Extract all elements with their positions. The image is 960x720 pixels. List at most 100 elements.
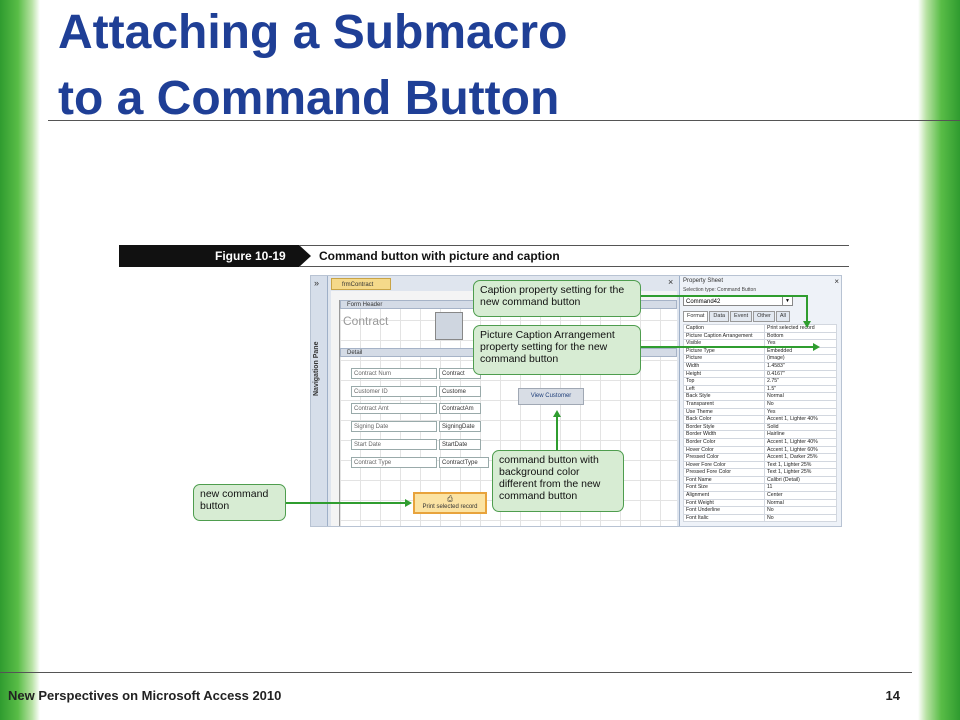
- tab-event[interactable]: Event: [730, 311, 753, 322]
- property-sheet-close-icon[interactable]: ×: [834, 277, 839, 286]
- property-name: Font Italic: [683, 513, 765, 523]
- tab-other[interactable]: Other: [753, 311, 775, 322]
- property-row[interactable]: Picture(image): [683, 354, 837, 363]
- field-contract-amt[interactable]: ContractAm: [439, 403, 481, 414]
- property-value[interactable]: Hairline: [764, 430, 837, 439]
- view-customer-button[interactable]: View Customer: [518, 388, 584, 405]
- property-value[interactable]: Solid: [764, 422, 837, 432]
- right-green-bar: [918, 0, 960, 720]
- property-value[interactable]: Accent 1, Lighter 40%: [764, 415, 837, 424]
- property-value[interactable]: Print selected record: [764, 324, 837, 333]
- property-name: Back Color: [683, 415, 765, 424]
- logo-image-icon[interactable]: [435, 312, 463, 340]
- expand-chevron-icon[interactable]: »: [314, 278, 320, 288]
- property-value[interactable]: Embedded: [764, 346, 837, 356]
- property-value[interactable]: (image): [764, 354, 837, 363]
- property-name: Caption: [683, 324, 765, 333]
- tab-data[interactable]: Data: [709, 311, 730, 322]
- arrow-to-view-customer-button: [553, 410, 561, 417]
- title-divider: [48, 120, 960, 121]
- property-name: Font Underline: [683, 506, 765, 515]
- property-value[interactable]: 1.4583": [764, 361, 837, 371]
- property-name: Height: [683, 369, 765, 379]
- property-value[interactable]: Calibri (Detail): [764, 475, 837, 485]
- tab-format[interactable]: Format: [683, 311, 709, 322]
- slide-title: Attaching a Submacro to a Command Button: [58, 0, 567, 132]
- figure-header: Figure 10-19 Command button with picture…: [119, 245, 849, 267]
- print-selected-record-button[interactable]: ⎙ Print selected record: [413, 492, 487, 514]
- property-value[interactable]: Normal: [764, 392, 837, 401]
- property-value[interactable]: Text 1, Lighter 25%: [764, 468, 837, 477]
- footer-divider: [0, 672, 912, 673]
- property-value[interactable]: Center: [764, 491, 837, 500]
- property-value[interactable]: No: [764, 513, 837, 523]
- property-value[interactable]: Bottom: [764, 331, 837, 341]
- property-value[interactable]: No: [764, 506, 837, 515]
- property-name: Picture Caption Arrangement: [683, 331, 765, 341]
- property-value[interactable]: Normal: [764, 498, 837, 508]
- property-value[interactable]: Yes: [764, 407, 837, 417]
- callout-caption-property: Caption property setting for the new com…: [473, 280, 641, 317]
- label-start-date[interactable]: Start Date: [351, 439, 437, 450]
- close-icon[interactable]: ×: [668, 277, 674, 287]
- object-selector-combo[interactable]: Command42 ▼: [683, 296, 793, 306]
- property-name: Border Width: [683, 430, 765, 439]
- label-signing-date[interactable]: Signing Date: [351, 421, 437, 432]
- page-number: 14: [885, 688, 900, 703]
- property-value[interactable]: Text 1, Lighter 25%: [764, 460, 837, 470]
- property-value[interactable]: Accent 1, Lighter 40%: [764, 437, 837, 447]
- field-signing-date[interactable]: SigningDate: [439, 421, 481, 432]
- figure-arrow-shape: [299, 245, 311, 267]
- navigation-pane[interactable]: » Navigation Pane: [311, 276, 328, 526]
- label-customer-id[interactable]: Customer ID: [351, 386, 437, 397]
- arrow-to-print-button: [405, 499, 412, 507]
- property-value[interactable]: No: [764, 399, 837, 409]
- property-value[interactable]: 0.4167": [764, 369, 837, 379]
- label-contract-amt[interactable]: Contract Amt: [351, 403, 437, 414]
- field-customer-id[interactable]: Custome: [439, 386, 481, 397]
- field-start-date[interactable]: StartDate: [439, 439, 481, 450]
- tab-frmcontract[interactable]: frmContract: [331, 278, 391, 290]
- property-name: Picture: [683, 354, 765, 363]
- label-contract-num[interactable]: Contract Num: [351, 368, 437, 379]
- print-button-label: Print selected record: [422, 504, 478, 510]
- property-value[interactable]: 11: [764, 483, 837, 493]
- property-value[interactable]: 1.5": [764, 384, 837, 394]
- property-value[interactable]: Accent 1, Lighter 60%: [764, 445, 837, 455]
- figure-bottom-rule: [299, 266, 849, 267]
- vertical-ruler: [331, 300, 340, 526]
- property-name: Pressed Color: [683, 453, 765, 462]
- form-title-label[interactable]: Contract: [343, 314, 389, 328]
- field-contract-type[interactable]: ContractType: [439, 457, 489, 468]
- property-value[interactable]: 2.75": [764, 377, 837, 386]
- property-value[interactable]: Accent 1, Darker 25%: [764, 453, 837, 462]
- tab-all[interactable]: All: [775, 311, 791, 322]
- chevron-down-icon[interactable]: ▼: [782, 297, 792, 305]
- label-contract-type[interactable]: Contract Type: [351, 457, 437, 468]
- footer-course-title: New Perspectives on Microsoft Access 201…: [8, 688, 282, 703]
